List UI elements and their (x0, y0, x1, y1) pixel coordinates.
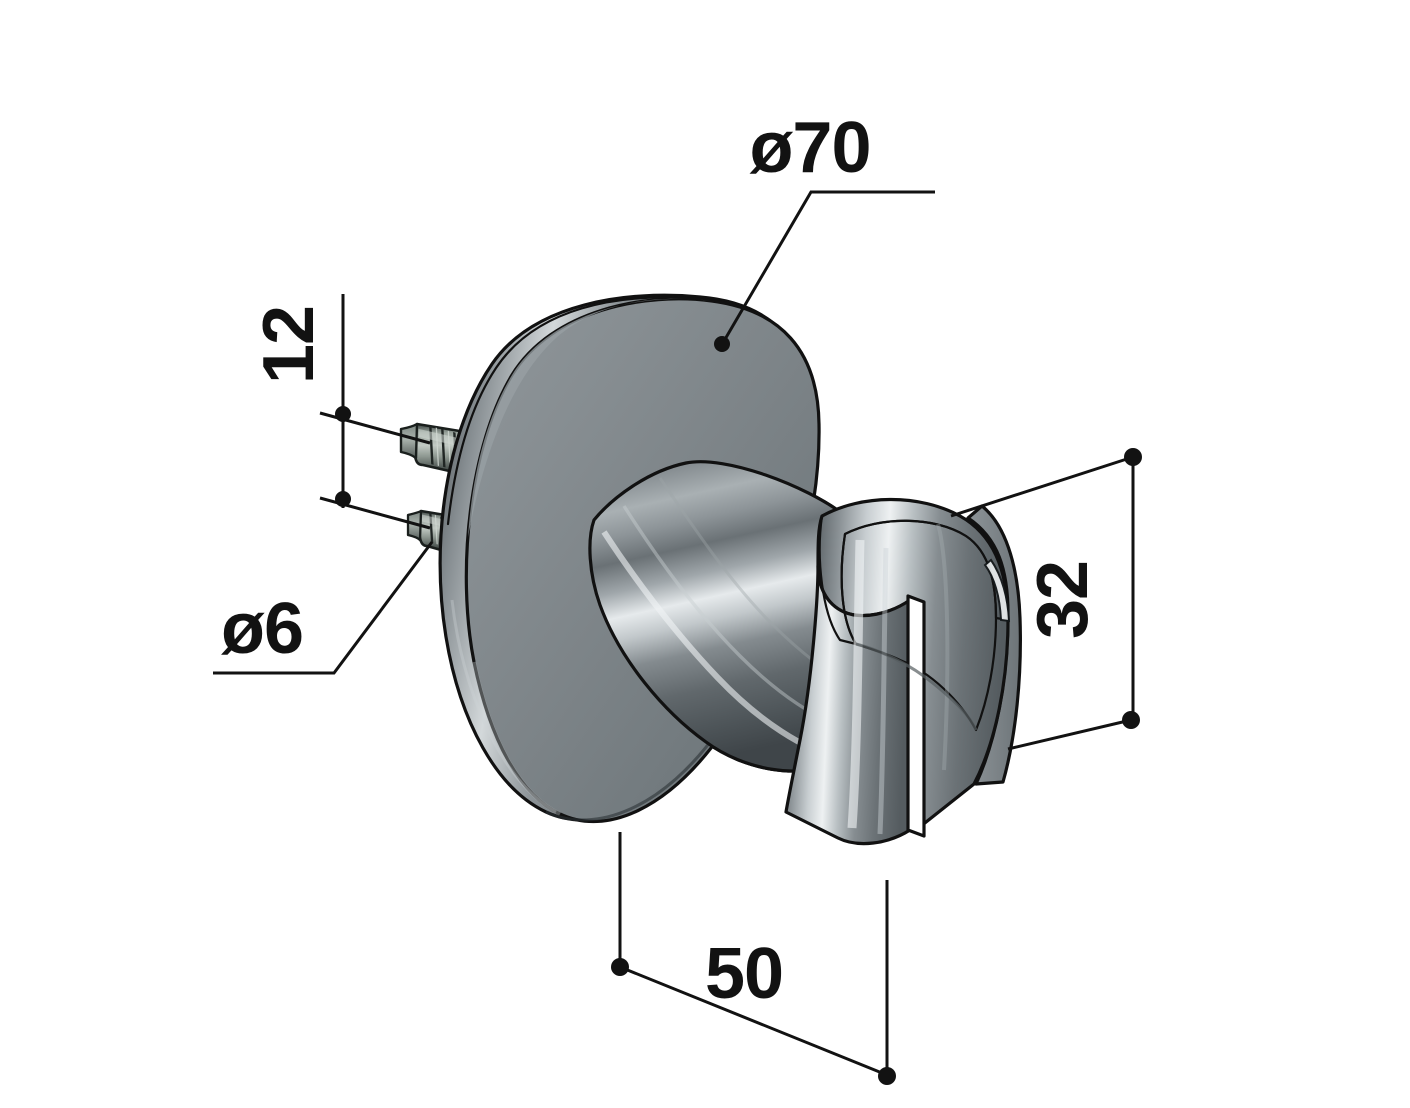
dia-70-leader-dot (714, 336, 730, 352)
height-12-dot-bottom (335, 491, 351, 507)
dimension-height-32: 32 (950, 448, 1142, 751)
dimension-dia-6: ø6 (213, 541, 434, 675)
height-32-dot-bottom (1122, 711, 1140, 729)
dimension-label-height-12: 12 (249, 306, 329, 384)
hose-cradle (784, 497, 1022, 846)
product-assembly-illustration (399, 293, 1022, 846)
dimension-label-depth-50: 50 (705, 934, 783, 1014)
dia-70-leader-line (722, 190, 935, 342)
height-32-dot-top (1124, 448, 1142, 466)
dimension-height-12: 12 (249, 294, 431, 530)
height-32-ext-line-top (950, 455, 1134, 518)
depth-50-dot-left (611, 958, 629, 976)
height-32-ext-line-bottom (1007, 718, 1132, 751)
dimension-label-height-32: 32 (1023, 561, 1103, 639)
dimension-dia-70: ø70 (714, 108, 935, 352)
dimension-label-dia-6: ø6 (221, 589, 303, 669)
dimension-label-dia-70: ø70 (749, 108, 870, 188)
dimension-depth-50: 50 (611, 832, 896, 1085)
height-12-dot-top (335, 406, 351, 422)
depth-50-dot-right (878, 1067, 896, 1085)
dia-6-leader-line (213, 541, 434, 675)
depth-50-dim-line (619, 965, 888, 1077)
